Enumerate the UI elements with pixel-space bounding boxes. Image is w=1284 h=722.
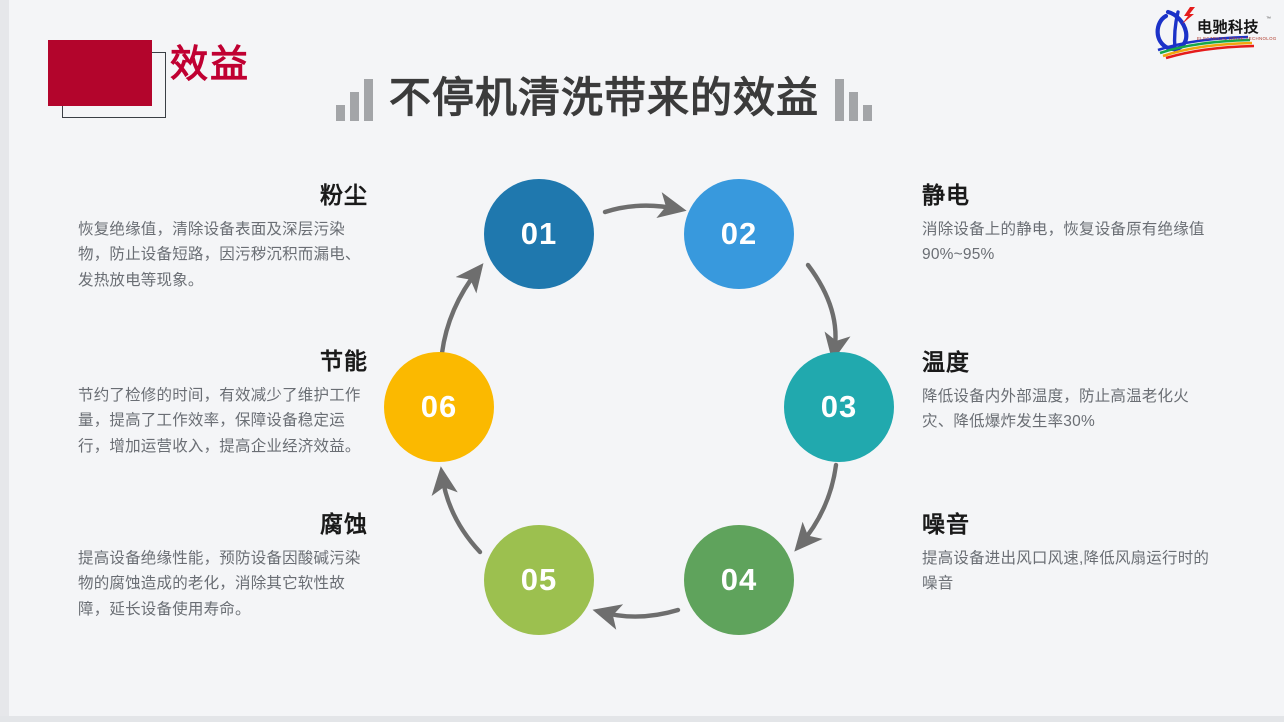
block-temperature-body: 降低设备内外部温度，防止高温老化火灾、降低爆炸发生率30% (922, 388, 1189, 431)
block-corrosion-body: 提高设备绝缘性能，预防设备因酸碱污染物的腐蚀造成的老化，消除其它软性故障，延长设… (78, 550, 361, 618)
cycle-node-01[interactable]: 01 (484, 179, 594, 289)
bottom-edge-strip (0, 716, 1284, 722)
block-dust-title: 粉尘 (320, 182, 368, 208)
company-logo: 电驰科技 ELECTRICAL DRIVE TECHNOLOGY ™ (1148, 4, 1280, 60)
cycle-node-05[interactable]: 05 (484, 525, 594, 635)
badge-red-square (48, 40, 152, 106)
logo-name-en: ELECTRICAL DRIVE TECHNOLOGY (1197, 36, 1276, 41)
section-badge-label: 效益 (170, 44, 251, 86)
block-static-electricity-body: 消除设备上的静电，恢复设备原有绝缘值90%~95% (922, 221, 1205, 264)
block-static-electricity-title: 静电 (922, 182, 970, 208)
bar-chart-ascending-icon (336, 75, 373, 121)
block-corrosion-title: 腐蚀 (320, 511, 368, 537)
block-temperature-title: 温度 (922, 349, 970, 375)
page-title: 不停机清洗带来的效益 (389, 74, 820, 121)
block-static-electricity: 静电 消除设备上的静电，恢复设备原有绝缘值90%~95% (922, 182, 1212, 268)
logo-trademark: ™ (1266, 16, 1271, 22)
block-noise-body: 提高设备进出风口风速,降低风扇运行时的噪音 (922, 550, 1210, 593)
title-row: 不停机清洗带来的效益 (336, 66, 873, 130)
cycle-node-03[interactable]: 03 (784, 352, 894, 462)
section-badge (48, 40, 168, 120)
block-dust-body: 恢复绝缘值，清除设备表面及深层污染物，防止设备短路，因污秽沉积而漏电、发热放电等… (78, 221, 361, 289)
block-energy-saving: 节能 节约了检修的时间，有效减少了维护工作量，提高了工作效率，保障设备稳定运行，… (78, 348, 368, 459)
cycle-node-06[interactable]: 06 (384, 352, 494, 462)
bar-chart-descending-icon (835, 75, 873, 121)
block-noise: 噪音 提高设备进出风口风速,降低风扇运行时的噪音 (922, 511, 1212, 597)
block-dust: 粉尘 恢复绝缘值，清除设备表面及深层污染物，防止设备短路，因污秽沉积而漏电、发热… (78, 182, 368, 293)
block-energy-saving-body: 节约了检修的时间，有效减少了维护工作量，提高了工作效率，保障设备稳定运行，增加运… (78, 387, 361, 455)
logo-name-cn: 电驰科技 (1197, 18, 1260, 36)
left-edge-strip (0, 0, 9, 722)
block-corrosion: 腐蚀 提高设备绝缘性能，预防设备因酸碱污染物的腐蚀造成的老化，消除其它软性故障，… (78, 511, 368, 622)
block-noise-title: 噪音 (922, 511, 970, 537)
cycle-node-04[interactable]: 04 (684, 525, 794, 635)
cycle-node-02[interactable]: 02 (684, 179, 794, 289)
block-temperature: 温度 降低设备内外部温度，防止高温老化火灾、降低爆炸发生率30% (922, 349, 1212, 435)
block-energy-saving-title: 节能 (320, 348, 368, 374)
